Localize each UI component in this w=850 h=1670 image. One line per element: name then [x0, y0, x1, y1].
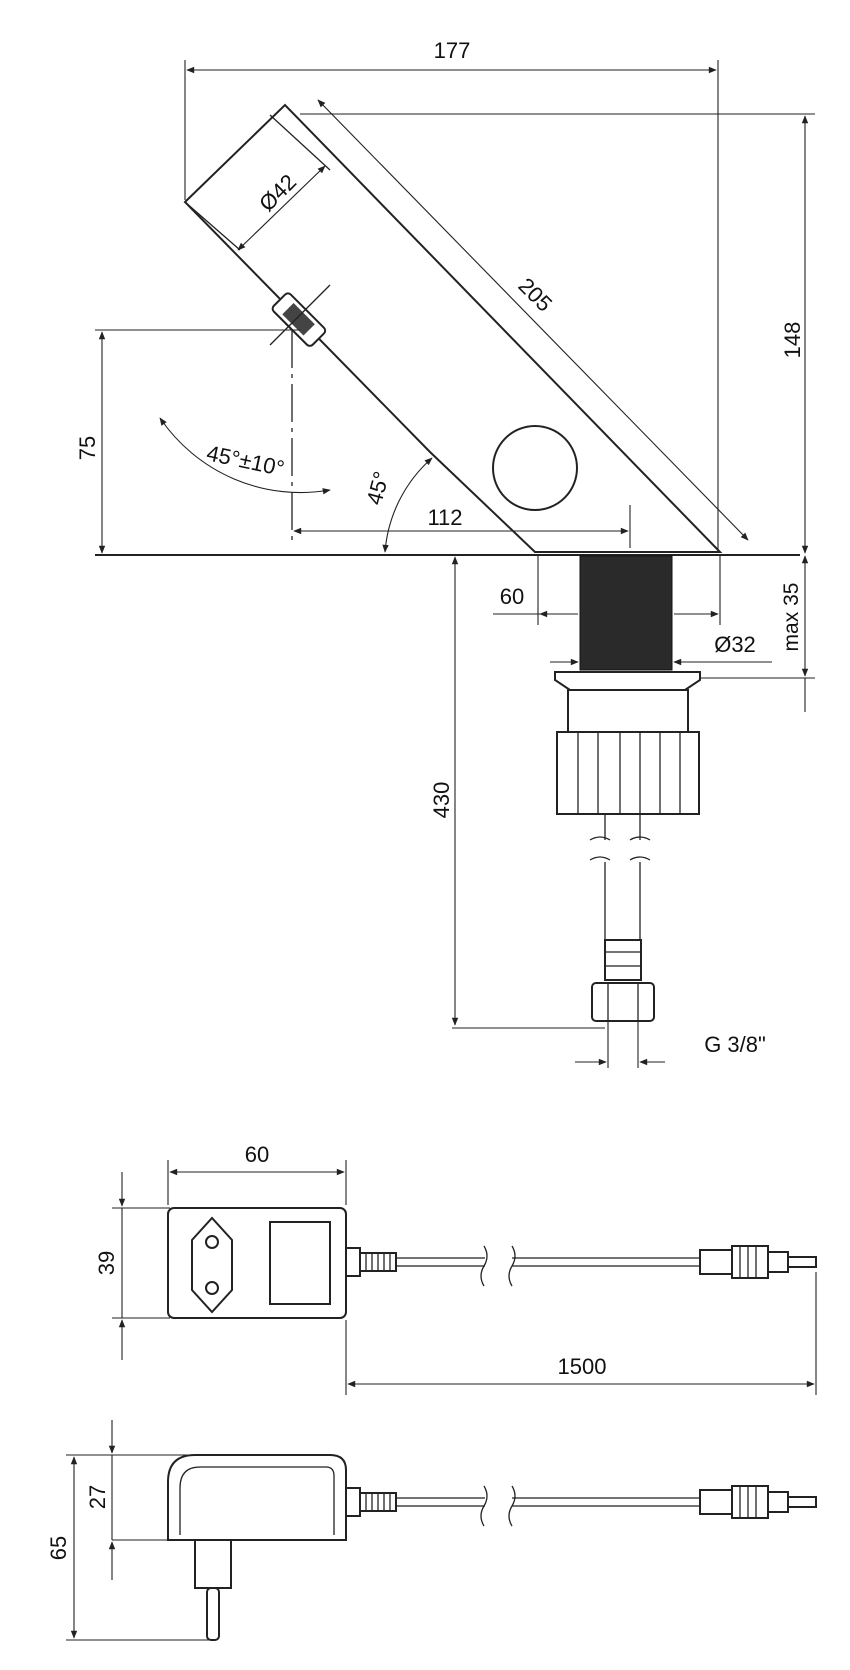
dim-length-line: [317, 99, 749, 541]
cable-connector: [699, 1245, 817, 1279]
shank: [579, 555, 673, 671]
dim-angle-tolerance-label: 45°±10°: [205, 440, 287, 481]
dim-height-label: 148: [780, 322, 805, 359]
dim-base-label: 60: [500, 584, 524, 609]
mounting-flange: [554, 671, 701, 691]
cable-connector-side: [699, 1485, 817, 1519]
dim-width-label: 177: [434, 38, 471, 63]
dim-angle-label: 45°: [361, 469, 394, 508]
plug-base: [194, 1539, 232, 1589]
adapter-side-body: [167, 1454, 347, 1541]
adapter-side-view: 27 65: [46, 1420, 817, 1641]
dim-spout-diameter-line: [237, 165, 326, 251]
dim-adapter-height-label: 39: [94, 1251, 119, 1275]
plug-pin: [206, 1587, 220, 1641]
dim-angle-tolerance-arc: [159, 417, 331, 495]
dim-hose-length-label: 430: [429, 782, 454, 819]
hose-nut: [591, 982, 655, 1022]
faucet-body: [183, 103, 723, 553]
dim-max-label: max 35: [780, 583, 803, 652]
dim-reach-label: 112: [427, 505, 462, 530]
dim-angle-arc: [382, 457, 433, 553]
dim-shank-diameter-label: Ø32: [714, 632, 756, 657]
dim-cable-length-label: 1500: [558, 1354, 607, 1379]
dim-adapter-width-label: 60: [245, 1142, 269, 1167]
spout-tip-edge: [184, 201, 241, 251]
dim-length-label: 205: [513, 273, 557, 317]
strain-relief: [359, 1252, 397, 1272]
label-window: [269, 1221, 331, 1305]
hose-fitting: [604, 939, 642, 981]
dim-side-total-label: 65: [46, 1536, 71, 1560]
adapter-front-view: 60 39 1500: [94, 1142, 817, 1395]
dim-side-top-label: 27: [85, 1485, 110, 1509]
strain-relief-side: [359, 1492, 397, 1512]
dim-sensor-height-label: 75: [75, 436, 100, 460]
mounting-ring: [567, 689, 689, 733]
plug-shape: [191, 1216, 233, 1314]
mounting-nut: [556, 731, 700, 815]
dim-thread-label: G 3/8": [704, 1032, 766, 1057]
faucet-view: 177 148 205 Ø42 75 45°±10° 45° 112: [75, 38, 815, 1068]
sensor-window: [492, 425, 578, 511]
